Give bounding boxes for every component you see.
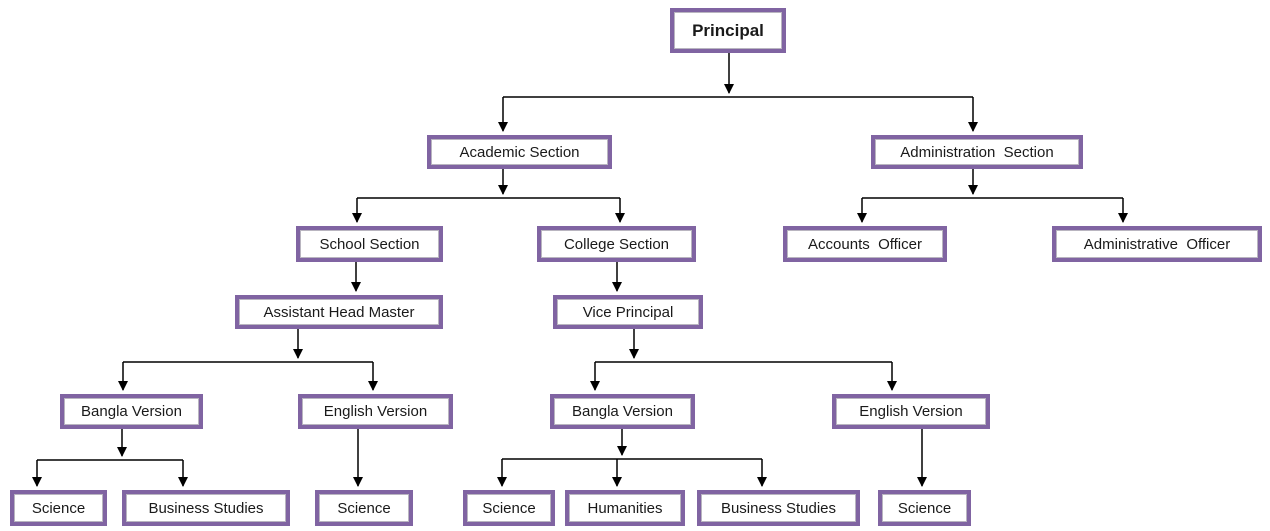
node-college-bangla-science: Science	[463, 490, 555, 526]
node-college-section: College Section	[537, 226, 696, 262]
node-school-english-science: Science	[315, 490, 413, 526]
node-college-bangla-humanities: Humanities	[565, 490, 685, 526]
node-accounts-officer: Accounts Officer	[783, 226, 947, 262]
node-assistant-head-master: Assistant Head Master	[235, 295, 443, 329]
node-academic-section: Academic Section	[427, 135, 612, 169]
node-administrative-officer: Administrative Officer	[1052, 226, 1262, 262]
node-school-bangla-business-studies: Business Studies	[122, 490, 290, 526]
node-principal: Principal	[670, 8, 786, 53]
node-college-english-science: Science	[878, 490, 971, 526]
node-school-english-version: English Version	[298, 394, 453, 429]
node-college-bangla-version: Bangla Version	[550, 394, 695, 429]
node-school-section: School Section	[296, 226, 443, 262]
node-school-bangla-version: Bangla Version	[60, 394, 203, 429]
node-college-bangla-business-studies: Business Studies	[697, 490, 860, 526]
node-college-english-version: English Version	[832, 394, 990, 429]
node-school-bangla-science: Science	[10, 490, 107, 526]
node-vice-principal: Vice Principal	[553, 295, 703, 329]
node-administration-section: Administration Section	[871, 135, 1083, 169]
